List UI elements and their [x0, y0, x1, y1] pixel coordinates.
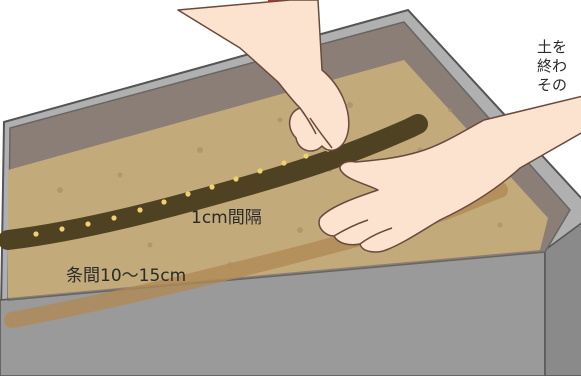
row-spacing-label: 条間10〜15cm [66, 261, 186, 286]
instruction-line-2: 終わ [537, 57, 567, 76]
seed-spacing-label: 1cm間隔 [191, 203, 262, 228]
instruction-line-1: 土を [537, 38, 567, 57]
instruction-text: 土を 終わ その [537, 38, 567, 95]
instruction-line-3: その [537, 76, 567, 95]
